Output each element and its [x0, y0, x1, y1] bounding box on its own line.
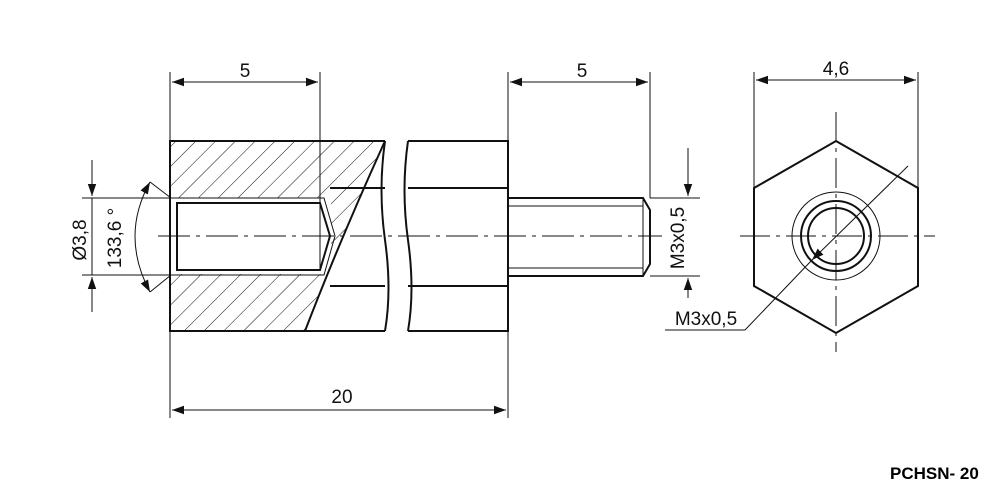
- break-line-left: [380, 140, 390, 332]
- dim-internal-thread: M3x0,5: [675, 309, 737, 330]
- dimension-lines-side: [82, 72, 700, 418]
- dim-internal-thread-depth: 5: [240, 61, 251, 82]
- internal-bore: [176, 202, 332, 271]
- section-boundary: [304, 140, 386, 332]
- break-line-right: [403, 140, 413, 332]
- side-section-view: [158, 140, 662, 332]
- dim-external-thread: M3x0,5: [668, 207, 689, 269]
- internal-thread-major: [171, 197, 336, 276]
- dim-countersink-angle: 133,6 °: [105, 208, 126, 268]
- part-code: PCHSN- 20: [890, 464, 979, 483]
- external-stud: [508, 197, 651, 277]
- dim-bore-diameter: Ø3,8: [70, 219, 91, 260]
- dim-external-thread-length: 5: [577, 61, 588, 82]
- end-view-hex: [665, 72, 935, 352]
- dim-width-across-flats: 4,6: [823, 59, 849, 80]
- dim-overall-length: 20: [331, 387, 352, 408]
